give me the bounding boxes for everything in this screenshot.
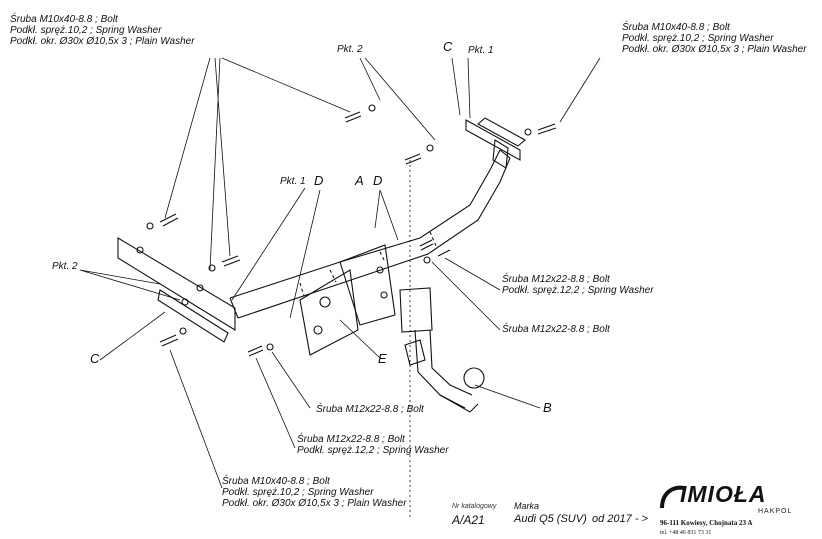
callout-pkt2-left: Pkt. 2 (52, 261, 78, 272)
callout-e: E (378, 351, 387, 366)
callout-c-left: C (90, 351, 100, 366)
imiola-logo-mark (660, 485, 685, 509)
label-line: Śruba M10x40-8.8 ; Bolt (622, 22, 730, 33)
label-mid-center-1: Śruba M12x22-8.8 ; Bolt (316, 404, 424, 415)
label-line: Podkł. okr. Ø30x Ø10,5x 3 ; Plain Washer (10, 36, 195, 47)
label-line: Podkł. spręż.10,2 ; Spring Washer (622, 33, 774, 44)
company-address: 96-111 Kowiesy, Chojnata 23 A (660, 519, 753, 527)
label-line: Podkł. spręż.10,2 ; Spring Washer (222, 487, 374, 498)
callout-pkt1-mid: Pkt. 1 (280, 176, 306, 187)
leader-lines (79, 57, 601, 520)
callout-pkt2-top: Pkt. 2 (337, 44, 363, 55)
label-top-left: Śruba M10x40-8.8 ; Bolt Podkł. spręż.10,… (10, 14, 195, 47)
label-mid-right-1: Śruba M12x22-8.8 ; Bolt Podkł. spręż.12,… (502, 274, 654, 296)
catalog-number: A/A21 (452, 513, 485, 527)
label-line: Podkł. spręż.12,2 ; Spring Washer (297, 445, 449, 456)
callout-d-left: D (314, 173, 324, 188)
callout-pkt1-top: Pkt. 1 (468, 45, 494, 56)
callout-b: B (543, 400, 552, 415)
bolts (146, 104, 557, 357)
callout-d-right: D (373, 173, 383, 188)
label-line: Podkł. okr. Ø30x Ø10,5x 3 ; Plain Washer (222, 498, 407, 509)
logo-subtext: HAKPOL (758, 508, 793, 515)
label-line: Śruba M10x40-8.8 ; Bolt (10, 14, 118, 25)
label-line: Śruba M12x22-8.8 ; Bolt (297, 434, 405, 445)
logo-text: IMIOŁA (680, 481, 767, 507)
catalog-label: Nr katalogowy (452, 503, 497, 510)
label-line: Podkł. okr. Ø30x Ø10,5x 3 ; Plain Washer (622, 44, 807, 55)
vehicle-model: Audi Q5 (SUV) (514, 513, 587, 525)
right-bracket-c (465, 117, 526, 169)
mount-plate-e (299, 244, 396, 356)
brand-label: Marka (514, 501, 540, 511)
label-line: Śruba M12x22-8.8 ; Bolt (502, 324, 610, 335)
label-mid-right-2: Śruba M12x22-8.8 ; Bolt (502, 324, 610, 335)
company-phone: tel. +48 46 831 73 31 (660, 530, 712, 536)
label-line: Podkł. spręż.10,2 ; Spring Washer (10, 25, 162, 36)
callout-a: A (355, 173, 364, 188)
label-top-right: Śruba M10x40-8.8 ; Bolt Podkł. spręż.10,… (622, 22, 807, 55)
ball-hitch-b (399, 287, 485, 413)
vehicle-year: od 2017 - > (592, 513, 648, 525)
label-mid-center-2: Śruba M12x22-8.8 ; Bolt Podkł. spręż.12,… (297, 434, 449, 456)
label-line: Podkł. spręż.12,2 ; Spring Washer (502, 285, 654, 296)
label-line: Śruba M12x22-8.8 ; Bolt (316, 404, 424, 415)
label-bottom-left: Śruba M10x40-8.8 ; Bolt Podkł. spręż.10,… (222, 476, 407, 509)
crossbar-a (229, 149, 511, 319)
callout-c-top: C (443, 39, 453, 54)
label-line: Śruba M10x40-8.8 ; Bolt (222, 476, 330, 487)
label-line: Śruba M12x22-8.8 ; Bolt (502, 274, 610, 285)
left-bracket-c (117, 237, 236, 343)
